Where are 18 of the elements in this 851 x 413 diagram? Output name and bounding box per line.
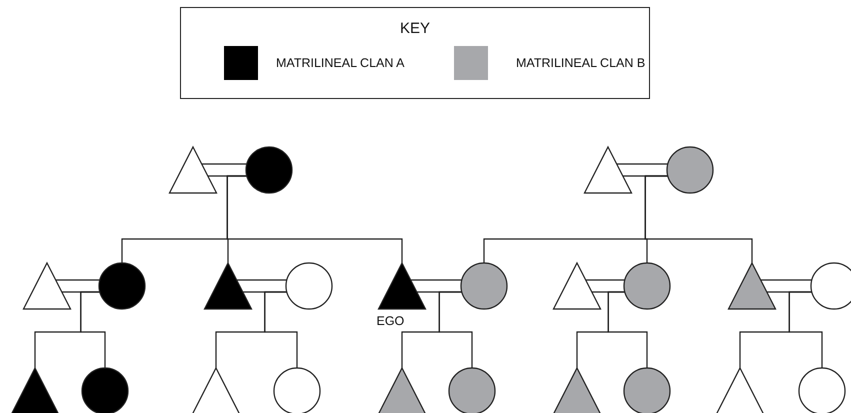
descent-line — [438, 291, 473, 368]
marriage-sign — [236, 279, 288, 293]
legend-label: MATRILINEAL CLAN A — [276, 56, 405, 70]
marriage-sign — [410, 279, 462, 293]
marriage-sign — [201, 163, 248, 177]
descent-line — [264, 291, 298, 368]
legend-label: MATRILINEAL CLAN B — [516, 56, 646, 70]
marriage-sign — [616, 163, 668, 177]
ego-label: EGO — [376, 314, 404, 328]
marriage-sign — [760, 279, 812, 293]
descent-line — [608, 291, 648, 368]
descent-line — [80, 291, 106, 368]
key-title: KEY — [398, 20, 431, 37]
marriage-sign — [585, 279, 626, 293]
descent-line — [226, 175, 403, 263]
marriage-sign — [55, 279, 100, 293]
descent-line — [788, 291, 823, 368]
descent-line — [644, 175, 753, 263]
